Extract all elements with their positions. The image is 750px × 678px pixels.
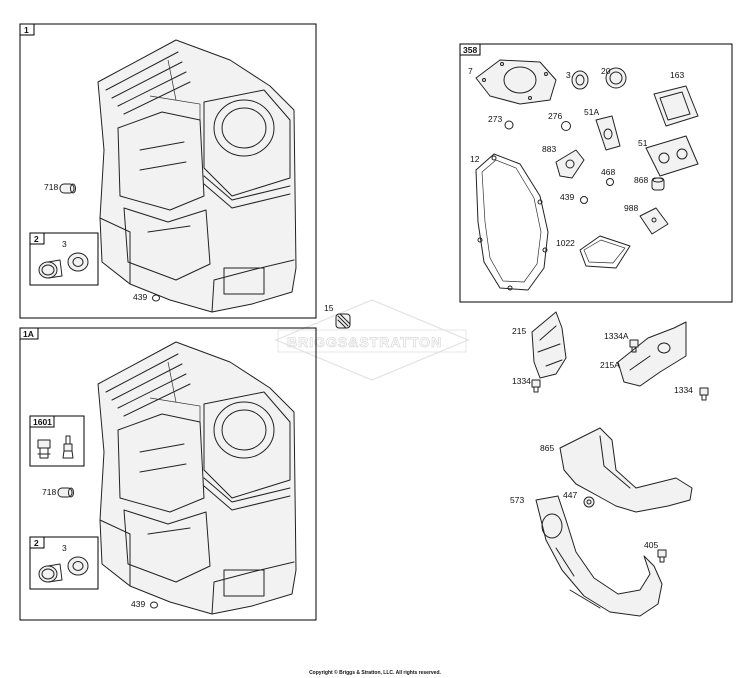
frame-1-tag: 1 xyxy=(24,25,29,35)
gasket-163 xyxy=(653,85,699,127)
callout-439-top: 439 xyxy=(133,292,147,302)
frame-1 xyxy=(19,23,317,319)
subframe-1601-tag-box xyxy=(29,415,55,428)
crankcase-block-bottom xyxy=(97,341,297,615)
callout-405: 405 xyxy=(644,540,658,550)
bearing-sleeve-top xyxy=(38,259,63,279)
head-gasket-7 xyxy=(475,59,557,105)
bolt-1334-right xyxy=(699,387,709,401)
callout-718-top: 718 xyxy=(44,182,58,192)
frame-1a-tag: 1A xyxy=(23,329,34,339)
air-baffle-215 xyxy=(531,311,567,379)
subframe-1601-tag: 1601 xyxy=(33,417,52,427)
washer-468 xyxy=(606,178,614,186)
frame-358 xyxy=(459,43,733,303)
shroud-573 xyxy=(535,495,663,617)
callout-1022: 1022 xyxy=(556,238,575,248)
air-baffle-215a xyxy=(617,321,687,387)
callout-276: 276 xyxy=(548,111,562,121)
frame-1a xyxy=(19,327,317,621)
callout-865: 865 xyxy=(540,443,554,453)
bearing-sleeve-bottom xyxy=(38,563,63,583)
subframe-2-bottom-tag-box xyxy=(29,536,45,549)
gasket-51 xyxy=(645,135,699,177)
frame-1-tag-box xyxy=(19,23,35,36)
subframe-2-bottom-tag: 2 xyxy=(34,538,39,548)
callout-7: 7 xyxy=(468,66,473,76)
washer-273 xyxy=(504,120,514,130)
frame-358-tag-box xyxy=(459,43,481,56)
callout-273: 273 xyxy=(488,114,502,124)
dowel-pin-718-top xyxy=(59,183,76,194)
callout-215a: 215A xyxy=(600,360,620,370)
oil-seal-3-top xyxy=(67,252,89,272)
callout-439-gasket: 439 xyxy=(560,192,574,202)
washer-439-bottom xyxy=(150,601,158,609)
callout-3-top: 3 xyxy=(62,239,67,249)
crankcase-gasket-12 xyxy=(475,153,549,291)
callout-988: 988 xyxy=(624,203,638,213)
callout-12: 12 xyxy=(470,154,480,164)
subframe-2-top-tag: 2 xyxy=(34,234,39,244)
bolt-1334a xyxy=(629,339,639,353)
watermark-text: BRIGGS&STRATTON xyxy=(287,334,442,350)
callout-51: 51 xyxy=(638,138,648,148)
callout-468: 468 xyxy=(601,167,615,177)
subframe-2-top-tag-box xyxy=(29,232,45,245)
callout-3-bottom: 3 xyxy=(62,543,67,553)
valve-seal-868 xyxy=(651,177,665,191)
washer-439-top xyxy=(152,294,160,302)
bolt-1334-left xyxy=(531,379,541,393)
frame-1a-tag-box xyxy=(19,327,39,340)
dowel-pin-718-bottom xyxy=(57,487,74,498)
bolt-405 xyxy=(657,549,667,563)
fitting-1601 xyxy=(37,435,74,459)
crankcase-block-top xyxy=(97,39,297,313)
callout-1334-left: 1334 xyxy=(512,376,531,386)
callout-447: 447 xyxy=(563,490,577,500)
subframe-1601 xyxy=(29,415,85,467)
gasket-883 xyxy=(555,149,585,179)
callout-51a: 51A xyxy=(584,107,599,117)
gasket-988 xyxy=(639,207,669,235)
callout-3-gasket: 3 xyxy=(566,70,571,80)
copyright-notice: Copyright © Briggs & Stratton, LLC. All … xyxy=(309,670,441,676)
baffle-865 xyxy=(559,427,693,513)
oil-seal-20 xyxy=(605,67,627,89)
watermark-logo: BRIGGS&STRATTON xyxy=(274,299,470,381)
callout-1334a: 1334A xyxy=(604,331,629,341)
callout-163: 163 xyxy=(670,70,684,80)
nut-447 xyxy=(583,496,595,508)
subframe-2-top xyxy=(29,232,99,286)
callout-883: 883 xyxy=(542,144,556,154)
callout-439-bottom: 439 xyxy=(131,599,145,609)
frame-358-tag: 358 xyxy=(463,45,477,55)
gasket-1022 xyxy=(579,235,631,269)
callout-20: 20 xyxy=(601,66,611,76)
breather-part-15 xyxy=(335,313,351,329)
washer-439-gasket xyxy=(580,196,588,204)
callout-868: 868 xyxy=(634,175,648,185)
valve-seal-3 xyxy=(571,70,589,90)
gasket-51a xyxy=(595,115,621,151)
callout-15: 15 xyxy=(324,303,334,313)
subframe-2-bottom xyxy=(29,536,99,590)
callout-1334-right: 1334 xyxy=(674,385,693,395)
oil-seal-3-bottom xyxy=(67,556,89,576)
callout-573: 573 xyxy=(510,495,524,505)
callout-718-bottom: 718 xyxy=(42,487,56,497)
callout-215: 215 xyxy=(512,326,526,336)
seal-276 xyxy=(561,121,571,131)
